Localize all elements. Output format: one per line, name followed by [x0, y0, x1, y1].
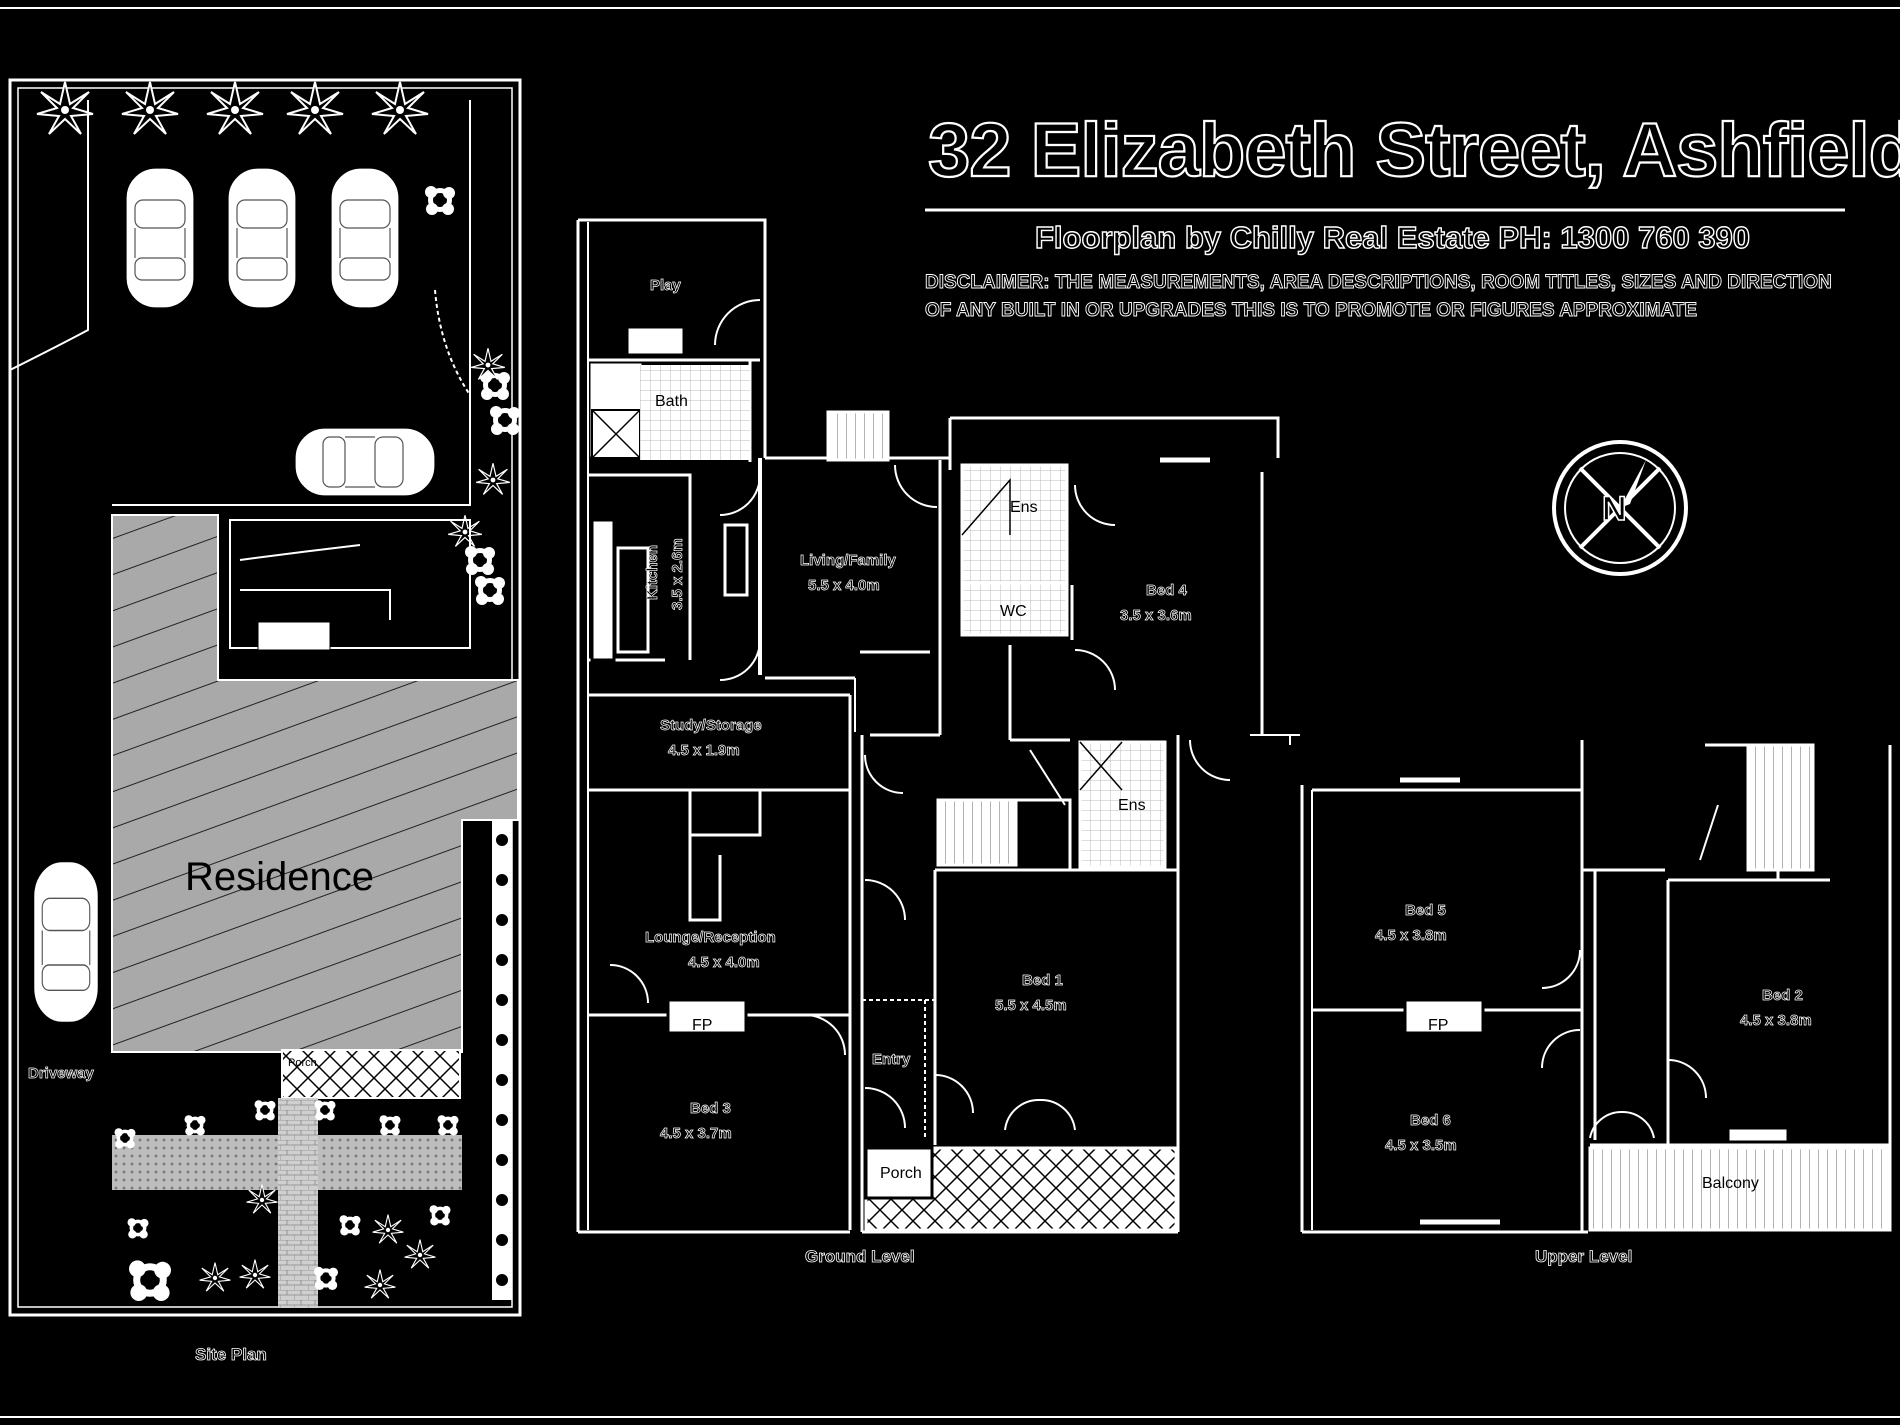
site-plan: Residence Porch Driveway	[8, 78, 522, 1364]
room-kitchen-size: 3.5 x 2.6m	[669, 538, 686, 610]
fireplace-ground: FP	[692, 1017, 712, 1034]
disclaimer-line-1: DISCLAIMER: THE MEASUREMENTS, AREA DESCR…	[925, 272, 1832, 293]
room-living-name: Living/Family	[800, 552, 897, 569]
room-study-size: 4.5 x 1.9m	[668, 742, 740, 759]
ground-level-plan	[576, 218, 1300, 1234]
room-entry: Entry	[872, 1051, 911, 1068]
room-bed6-size: 4.5 x 3.5m	[1385, 1137, 1457, 1154]
floorplan-credit: Floorplan by Chilly Real Estate PH: 1300…	[1035, 220, 1750, 255]
ground-level-caption: Ground Level	[805, 1247, 915, 1266]
ground-level-labels: Play Bath Kitchen 3.5 x 2.6m Living/Fami…	[644, 277, 1192, 1267]
compass-north-label: N	[1602, 490, 1627, 528]
room-porch: Porch	[880, 1165, 922, 1182]
upper-level-labels: Bed 5 4.5 x 3.8m FP Bed 6 4.5 x 3.5m Bed…	[1375, 902, 1812, 1267]
room-living-size: 5.5 x 4.0m	[808, 577, 880, 594]
site-plan-caption: Site Plan	[195, 1345, 267, 1364]
room-kitchen-name: Kitchen	[644, 545, 661, 600]
upper-level-plan	[1300, 740, 1892, 1234]
room-bed4-size: 3.5 x 3.6m	[1120, 607, 1192, 624]
compass-icon: N	[1552, 440, 1688, 576]
room-bed6-name: Bed 6	[1410, 1112, 1451, 1129]
room-study-name: Study/Storage	[660, 717, 762, 734]
header: 32 Elizabeth Street, Ashfield Floorplan …	[925, 107, 1900, 322]
room-bed5-name: Bed 5	[1405, 902, 1446, 919]
room-bed4-name: Bed 4	[1146, 582, 1188, 599]
room-balcony: Balcony	[1702, 1175, 1759, 1192]
room-lounge-name: Lounge/Reception	[645, 929, 776, 946]
site-porch-label: Porch	[288, 1057, 317, 1069]
driveway-label: Driveway	[28, 1065, 95, 1082]
room-bed5-size: 4.5 x 3.8m	[1375, 927, 1447, 944]
room-bed1-size: 5.5 x 4.5m	[995, 997, 1067, 1014]
room-bed2-name: Bed 2	[1762, 987, 1803, 1004]
room-wc: WC	[1000, 603, 1027, 620]
room-bed1-name: Bed 1	[1022, 972, 1063, 989]
disclaimer-line-2: OF ANY BUILT IN OR UPGRADES THIS IS TO P…	[925, 300, 1697, 321]
property-title: 32 Elizabeth Street, Ashfield	[928, 108, 1900, 193]
room-lounge-size: 4.5 x 4.0m	[688, 954, 760, 971]
room-bed2-size: 4.5 x 3.8m	[1740, 1012, 1812, 1029]
room-bed3-name: Bed 3	[690, 1100, 731, 1117]
residence-label: Residence	[185, 855, 374, 899]
fireplace-upper: FP	[1428, 1017, 1448, 1034]
room-play: Play	[650, 277, 682, 294]
room-ens-2: Ens	[1118, 797, 1146, 814]
room-ens-1: Ens	[1010, 499, 1038, 516]
room-bath: Bath	[655, 393, 688, 410]
room-bed3-size: 4.5 x 3.7m	[660, 1125, 732, 1142]
upper-level-caption: Upper Level	[1535, 1247, 1632, 1266]
